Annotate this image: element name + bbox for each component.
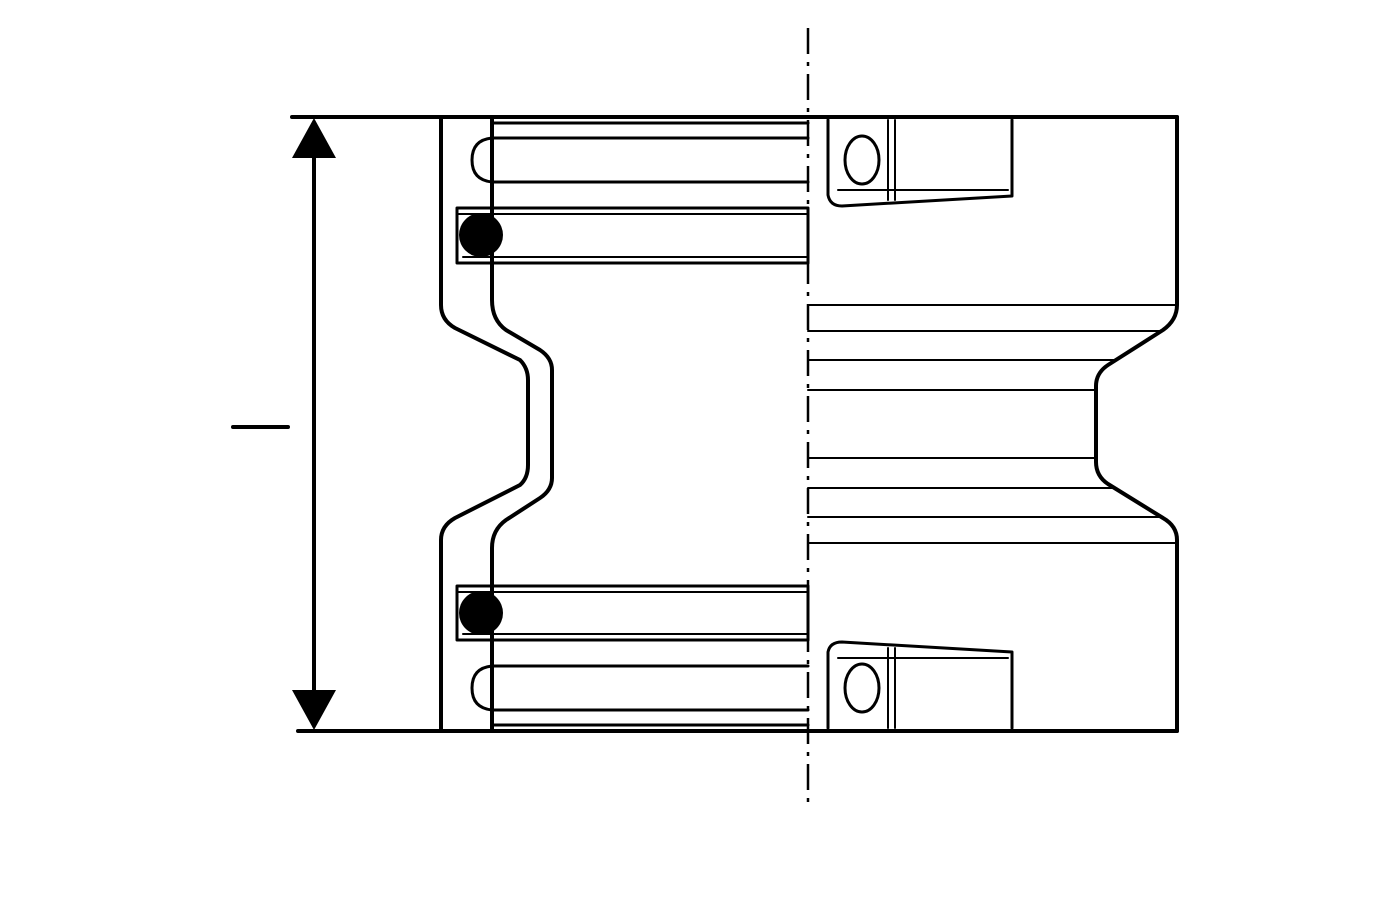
o-ring-upper — [459, 213, 503, 257]
dimension-line — [231, 115, 442, 733]
outer-profile — [806, 115, 1179, 733]
lower-channel — [470, 664, 810, 712]
grip-slot-bottom — [826, 640, 1014, 730]
arrow-up-icon — [292, 118, 336, 158]
o-ring-lower — [459, 591, 503, 635]
arrow-down-icon — [292, 690, 336, 730]
o-ring-lower-groove — [455, 584, 810, 642]
grip-slot-top — [826, 118, 1014, 208]
upper-channel — [470, 136, 810, 184]
grip-hole-bottom-icon — [843, 662, 881, 714]
rim-lines — [439, 115, 810, 733]
grip-hole-top-icon — [843, 134, 881, 186]
o-ring-upper-groove — [455, 206, 810, 265]
